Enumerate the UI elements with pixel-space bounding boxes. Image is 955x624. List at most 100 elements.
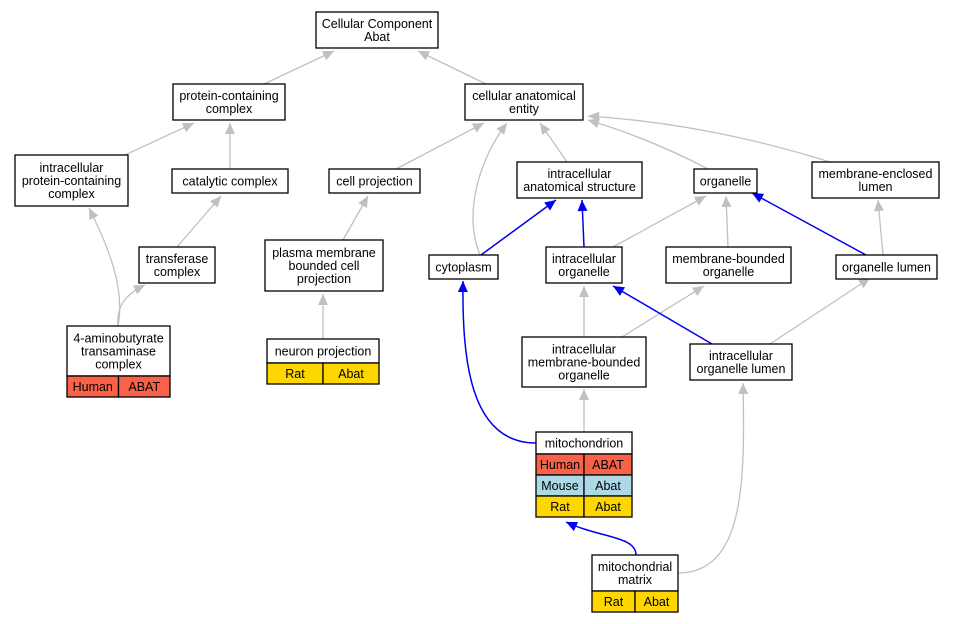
node-protein-complex-box <box>172 83 286 121</box>
edge-organelle-to-cellular-entity <box>587 119 709 170</box>
node-gaba-complex-label-line: transaminase <box>81 345 156 359</box>
node-intracellular-anatomical-box <box>516 161 643 199</box>
node-cytoplasm-label-line: cytoplasm <box>435 261 491 275</box>
edge-intracellular-protein-complex-to-protein-complex <box>124 122 195 156</box>
node-root-label-line: Cellular Component <box>322 17 433 31</box>
node-intracellular-organelle-lumen-label-line: organelle lumen <box>697 362 786 376</box>
node-intracellular-mb-organelle-label-line: intracellular <box>552 343 616 357</box>
node-intracellular-organelle-lumen-box <box>689 343 793 381</box>
node-intracellular-protein-complex-label-line: complex <box>48 187 95 201</box>
edge-intracellular-organelle-lumen-to-organelle-lumen-arrowhead <box>858 278 870 289</box>
edge-cytoplasm-to-intracellular-anatomical-arrowhead <box>544 200 556 211</box>
node-cytoplasm-box <box>428 254 499 280</box>
node-root-box <box>315 11 439 49</box>
edge-cell-projection-to-cellular-entity <box>395 122 485 170</box>
node-gaba-complex-label-line: complex <box>95 358 142 372</box>
edge-organelle-lumen-to-membrane-enclosed-lumen-arrowhead <box>874 200 884 212</box>
gene-cell <box>322 362 380 385</box>
node-catalytic-complex-box <box>171 168 289 194</box>
node-organelle-lumen[interactable]: organelle lumen <box>835 254 938 280</box>
edge-intracellular-anatomical-to-cellular-entity-arrowhead <box>540 123 551 135</box>
edge-mitochondrion-to-intracellular-mb-organelle-arrowhead <box>579 389 589 400</box>
edge-intracellular-organelle-lumen-to-intracellular-organelle-arrowhead <box>613 286 626 296</box>
node-catalytic-complex[interactable]: catalytic complex <box>171 168 289 194</box>
node-intracellular-organelle-lumen-label-line: intracellular <box>709 349 773 363</box>
edge-membrane-enclosed-lumen-to-cellular-entity <box>587 115 831 163</box>
node-membrane-bounded-organelle-box <box>665 246 792 284</box>
node-intracellular-protein-complex-box <box>14 154 129 207</box>
gene-label: ABAT <box>592 458 624 472</box>
gene-label: Abat <box>644 595 670 609</box>
edge-gaba-complex-to-intracellular-protein-complex <box>88 207 121 327</box>
edge-transferase-complex-to-catalytic-complex <box>176 195 222 248</box>
edge-intracellular-organelle-to-organelle-arrowhead <box>693 196 706 206</box>
node-intracellular-mb-organelle-label-line: membrane-bounded <box>528 356 641 370</box>
node-organelle-box <box>693 168 758 194</box>
node-neuron-projection-label-line: neuron projection <box>275 345 372 359</box>
node-organelle-lumen-label-line: organelle lumen <box>842 261 931 275</box>
node-mitochondrion-label-line: mitochondrion <box>545 437 624 451</box>
node-plasma-membrane-projection-label-line: plasma membrane <box>272 246 376 260</box>
node-organelle[interactable]: organelle <box>693 168 758 194</box>
species-label: Mouse <box>541 479 579 493</box>
gene-cell <box>117 375 171 398</box>
edge-intracellular-protein-complex-to-protein-complex-arrowhead <box>181 123 194 133</box>
gene-label: ABAT <box>128 380 160 394</box>
node-intracellular-mb-organelle-label-line: organelle <box>558 369 609 383</box>
edge-catalytic-complex-to-protein-complex-arrowhead <box>225 123 235 134</box>
edge-plasma-membrane-projection-to-cell-projection-arrowhead <box>358 196 368 209</box>
node-cellular-entity-label-line: entity <box>509 102 540 116</box>
node-cytoplasm[interactable]: cytoplasm <box>428 254 499 280</box>
edge-mitochondrial-matrix-to-intracellular-organelle-lumen <box>677 382 745 574</box>
node-organelle-label-line: organelle <box>700 175 751 189</box>
node-plasma-membrane-projection-label-line: projection <box>297 272 351 286</box>
edge-intracellular-mb-organelle-to-membrane-bounded-organelle <box>621 285 705 338</box>
edge-intracellular-organelle-lumen-to-organelle-lumen <box>769 277 871 345</box>
node-plasma-membrane-projection-label-line: bounded cell <box>289 259 360 273</box>
node-intracellular-anatomical-label-line: anatomical structure <box>523 180 636 194</box>
node-root-label-line: Abat <box>364 30 390 44</box>
edge-membrane-bounded-organelle-to-organelle-arrowhead <box>721 196 732 208</box>
gene-cell <box>634 590 679 613</box>
gene-label: Abat <box>338 367 364 381</box>
node-cell-projection[interactable]: cell projection <box>328 168 421 194</box>
edge-cytoplasm-to-cellular-entity-arrowhead <box>496 123 507 135</box>
edge-mitochondrial-matrix-to-mitochondrion-arrowhead <box>566 522 579 532</box>
node-intracellular-protein-complex-label-line: protein-containing <box>22 174 121 188</box>
node-protein-complex-label-line: complex <box>206 102 253 116</box>
species-label: Human <box>540 458 580 472</box>
node-membrane-bounded-organelle-label-line: organelle <box>703 265 754 279</box>
edge-intracellular-mb-organelle-to-membrane-bounded-organelle-arrowhead <box>692 286 704 297</box>
node-plasma-membrane-projection-box <box>264 239 384 292</box>
node-cellular-entity-label-line: cellular anatomical <box>472 89 576 103</box>
edge-organelle-lumen-to-organelle <box>751 192 867 256</box>
node-membrane-enclosed-lumen-label-line: lumen <box>858 180 892 194</box>
edge-protein-complex-to-root <box>263 50 335 85</box>
edge-gaba-complex-to-transferase-complex <box>117 284 146 327</box>
edge-protein-complex-to-root-arrowhead <box>321 51 334 61</box>
edge-mitochondrial-matrix-to-intracellular-organelle-lumen-arrowhead <box>738 383 749 395</box>
species-label: Rat <box>604 595 624 609</box>
edge-cellular-entity-to-root-arrowhead <box>418 51 431 61</box>
node-transferase-complex-label-line: transferase <box>146 252 209 266</box>
edge-neuron-projection-to-plasma-membrane-projection-arrowhead <box>318 294 328 305</box>
node-cell-projection-box <box>328 168 421 194</box>
gene-label: Abat <box>595 500 621 514</box>
node-intracellular-organelle-label-line: intracellular <box>552 252 616 266</box>
